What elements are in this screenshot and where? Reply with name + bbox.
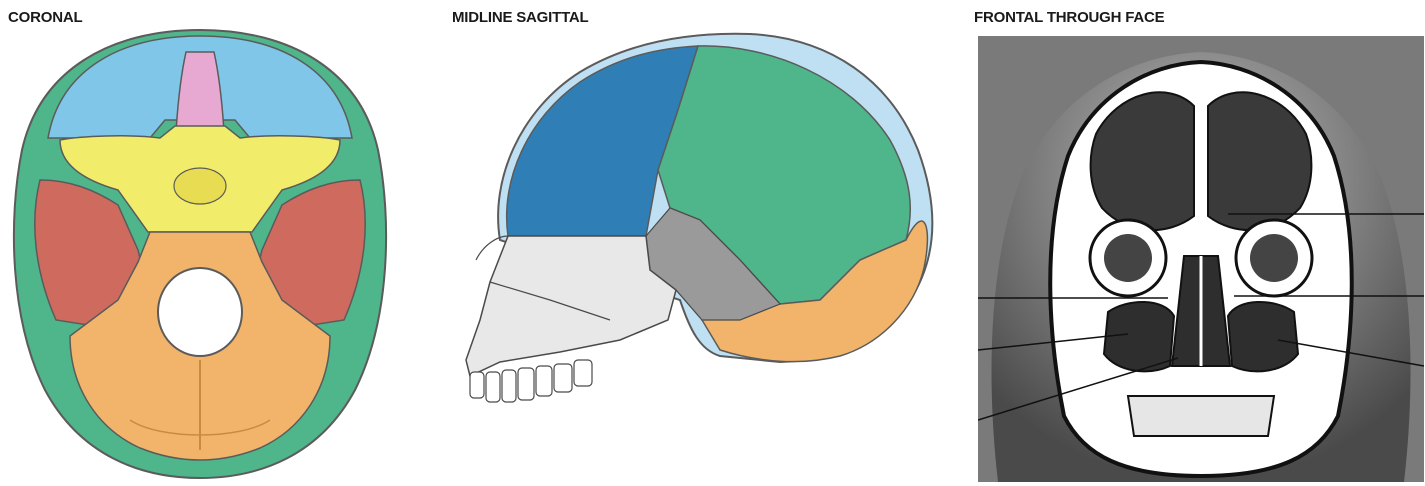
foramen-magnum xyxy=(158,268,242,356)
frontal-section-photo xyxy=(978,36,1424,482)
midline-sagittal-panel: MIDLINE SAGITTAL xyxy=(440,0,960,486)
midline-sagittal-skull-diagram xyxy=(440,0,960,486)
facial-skeleton xyxy=(466,236,676,376)
frontal-through-face-panel: FRONTAL THROUGH FACE xyxy=(960,0,1425,486)
coronal-panel: CORONAL xyxy=(0,0,400,486)
frontal-through-face-title: FRONTAL THROUGH FACE xyxy=(974,9,1164,26)
coronal-skull-base-diagram xyxy=(0,0,400,486)
ethmoid-bone xyxy=(176,52,224,132)
maxillary-sinus-right xyxy=(1228,302,1298,371)
maxillary-sinus-left xyxy=(1104,302,1174,371)
